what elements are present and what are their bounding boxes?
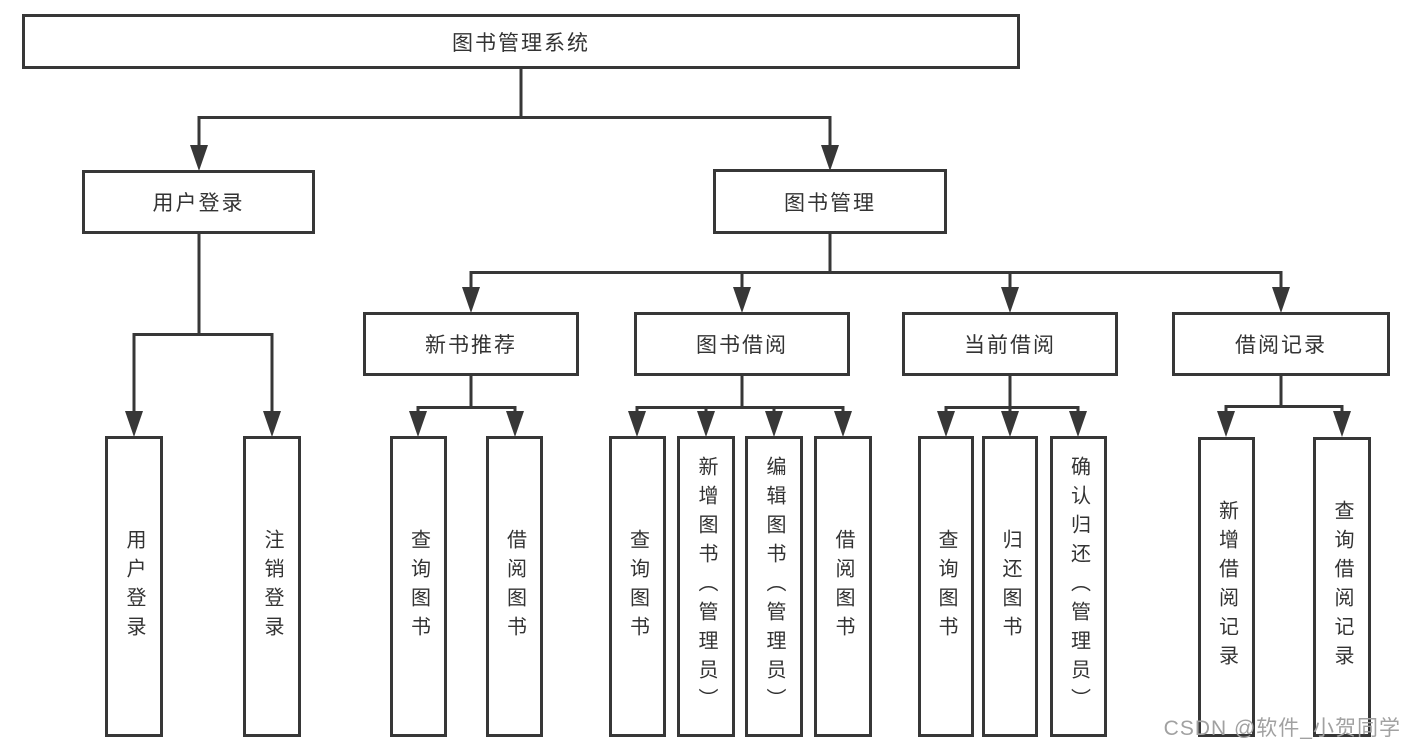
node-book-management-label: 图书管理 — [784, 191, 876, 215]
leaf-borrowing-query-books: 查询图书 — [609, 436, 666, 737]
leaf-add-books-admin-label: 新增图书（管理员） — [695, 456, 717, 717]
leaf-newbook-borrow-books-label: 借阅图书 — [503, 528, 526, 645]
leaf-edit-books-admin: 编辑图书（管理员） — [745, 436, 803, 737]
node-current-borrowing-label: 当前借阅 — [964, 334, 1056, 357]
csdn-watermark: CSDN @软件_小贺同学 — [1163, 717, 1401, 740]
leaf-newbook-query-books: 查询图书 — [390, 436, 447, 737]
node-new-book-recommend: 新书推荐 — [363, 312, 579, 376]
leaf-query-borrow-record-label: 查询借阅记录 — [1331, 500, 1353, 674]
leaf-return-books-label: 归还图书 — [999, 528, 1021, 645]
leaf-add-borrow-record-label: 新增借阅记录 — [1215, 500, 1238, 674]
leaf-newbook-borrow-books: 借阅图书 — [486, 436, 543, 737]
leaf-borrowing-query-books-label: 查询图书 — [626, 528, 649, 645]
node-current-borrowing: 当前借阅 — [902, 312, 1118, 376]
leaf-return-books: 归还图书 — [982, 436, 1038, 737]
leaf-current-query-books: 查询图书 — [918, 436, 974, 737]
leaf-logout-label: 注销登录 — [261, 528, 283, 645]
leaf-user-login: 用户登录 — [105, 436, 163, 737]
node-book-borrowing-label: 图书借阅 — [696, 334, 788, 357]
leaf-confirm-return-admin: 确认归还（管理员） — [1050, 436, 1107, 737]
node-borrowing-records-label: 借阅记录 — [1235, 334, 1327, 357]
leaf-add-borrow-record: 新增借阅记录 — [1198, 437, 1255, 737]
node-book-management: 图书管理 — [713, 169, 947, 234]
leaf-current-query-books-label: 查询图书 — [935, 528, 957, 645]
leaf-user-login-label: 用户登录 — [123, 528, 145, 645]
leaf-borrowing-borrow-books-label: 借阅图书 — [832, 528, 854, 645]
node-borrowing-records: 借阅记录 — [1172, 312, 1390, 376]
leaf-add-books-admin: 新增图书（管理员） — [677, 436, 735, 737]
node-new-book-recommend-label: 新书推荐 — [425, 334, 517, 357]
node-book-borrowing: 图书借阅 — [634, 312, 850, 376]
leaf-edit-books-admin-label: 编辑图书（管理员） — [763, 456, 785, 717]
leaf-logout: 注销登录 — [243, 436, 301, 737]
leaf-newbook-query-books-label: 查询图书 — [407, 528, 430, 645]
node-user-login: 用户登录 — [82, 170, 315, 234]
node-library-management-system: 图书管理系统 — [22, 14, 1020, 69]
node-library-management-system-label: 图书管理系统 — [452, 31, 590, 55]
leaf-borrowing-borrow-books: 借阅图书 — [814, 436, 872, 737]
leaf-query-borrow-record: 查询借阅记录 — [1313, 437, 1371, 737]
node-user-login-label: 用户登录 — [152, 192, 245, 215]
leaf-confirm-return-admin-label: 确认归还（管理员） — [1067, 456, 1090, 717]
